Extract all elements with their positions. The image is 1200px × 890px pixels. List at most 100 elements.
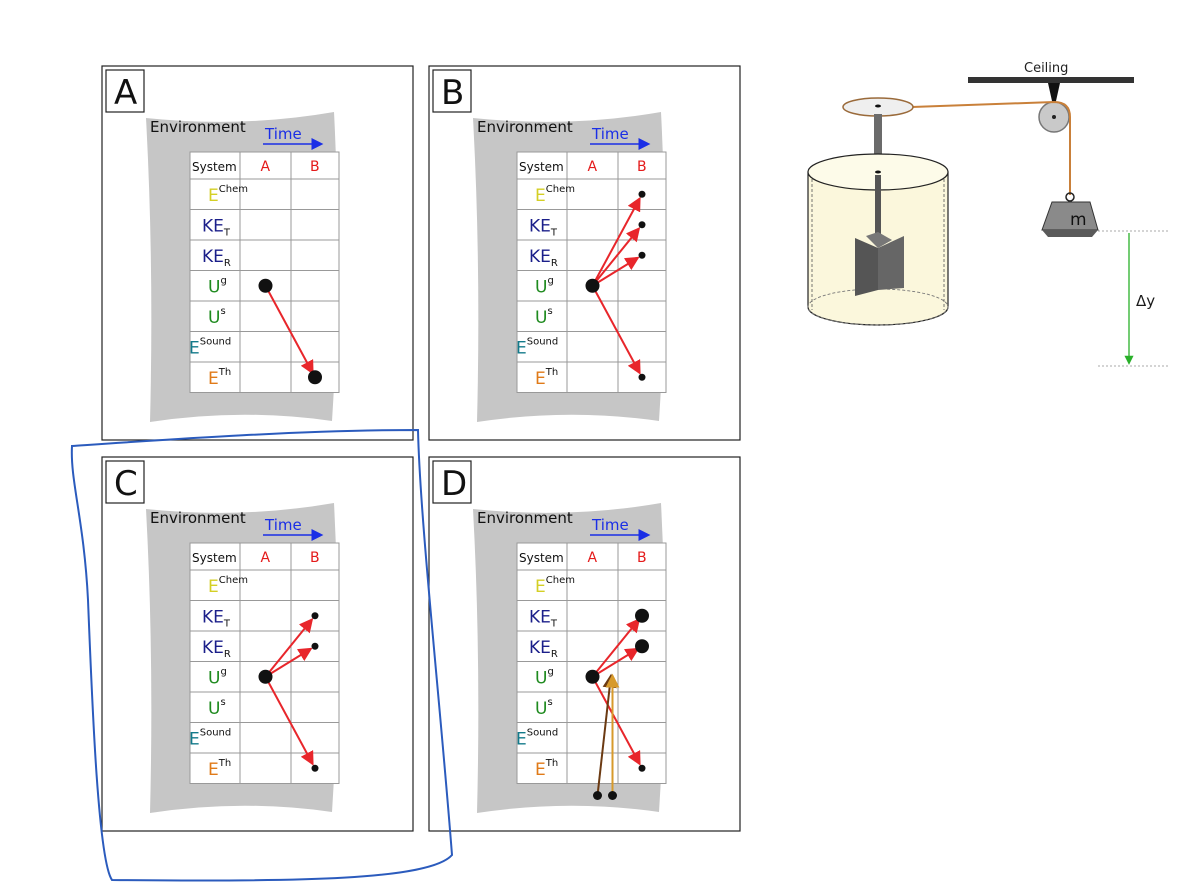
energy-transfer-arrow — [591, 227, 641, 287]
environment-label: Environment — [477, 509, 573, 527]
pulley-mount — [1048, 83, 1060, 110]
stirrer-shaft — [875, 175, 881, 235]
header-system: System — [192, 160, 237, 174]
spindle-shaft — [874, 114, 882, 170]
energy-dot — [308, 370, 322, 385]
panel-letter: B — [441, 73, 464, 113]
environment-dot — [593, 791, 602, 800]
time-label: Time — [591, 516, 629, 534]
header-col-b: B — [310, 159, 320, 175]
panel-letter: D — [441, 464, 467, 504]
row-label: ESound — [189, 337, 231, 359]
energy-transfer-arrow — [591, 647, 640, 678]
energy-transfer-arrow — [264, 618, 314, 678]
row-label: KET — [202, 217, 231, 239]
energy-transfer-arrow — [264, 285, 314, 375]
energy-dot — [585, 669, 600, 684]
panel-letter-box — [432, 460, 472, 504]
time-label: Time — [264, 516, 302, 534]
energy-dot — [585, 278, 600, 293]
row-label: EChem — [208, 575, 248, 597]
energy-dot — [638, 251, 646, 259]
header-col-b: B — [637, 159, 647, 175]
energy-dot — [311, 642, 319, 650]
environment-label: Environment — [477, 118, 573, 136]
energy-dot — [638, 221, 646, 229]
header-col-a: A — [261, 550, 271, 566]
energy-transfer-arrow — [591, 676, 641, 766]
header-col-a: A — [588, 159, 598, 175]
container-top-inner — [875, 170, 881, 174]
row-label: EChem — [535, 575, 575, 597]
row-label: KER — [202, 638, 231, 660]
row-label: KER — [202, 247, 231, 269]
energy-table — [189, 151, 340, 393]
energy-dot — [635, 639, 649, 654]
energy-table — [516, 542, 667, 784]
header-col-a: A — [261, 159, 271, 175]
row-label: ESound — [189, 728, 231, 750]
row-label: Us — [535, 697, 553, 719]
energy-dot — [258, 669, 273, 684]
energy-table — [189, 542, 340, 784]
ceiling-label: Ceiling — [1024, 61, 1068, 76]
energy-dot — [311, 612, 319, 620]
energy-transfer-arrow — [264, 676, 314, 766]
energy-dot — [638, 190, 646, 198]
header-system: System — [519, 160, 564, 174]
mass-hook — [1065, 192, 1075, 202]
row-label: Ug — [208, 667, 227, 689]
environment-dot — [608, 791, 617, 800]
row-label: KET — [529, 608, 558, 630]
energy-dot — [258, 278, 273, 293]
row-label: KET — [529, 217, 558, 239]
row-label: ETh — [535, 367, 558, 389]
time-label: Time — [591, 125, 629, 143]
environment-label: Environment — [150, 509, 246, 527]
header-col-b: B — [637, 550, 647, 566]
energy-dot — [311, 764, 319, 772]
header-system: System — [192, 551, 237, 565]
energy-dot — [635, 608, 649, 623]
header-col-b: B — [310, 550, 320, 566]
row-label: ESound — [516, 728, 558, 750]
stirrer-paddle-top — [866, 232, 892, 248]
energy-transfer-arrow — [596, 673, 617, 796]
energy-transfer-arrow — [591, 618, 641, 678]
panel-letter: C — [114, 464, 138, 504]
row-label: Us — [535, 306, 553, 328]
energy-dot — [638, 373, 646, 381]
environment-label: Environment — [150, 118, 246, 136]
mass-block-side — [1042, 230, 1098, 237]
rope — [911, 100, 1071, 195]
stirrer-paddle-left — [855, 238, 878, 296]
header-system: System — [519, 551, 564, 565]
header-col-a: A — [588, 550, 598, 566]
panel-letter-box — [432, 69, 472, 113]
row-label: Ug — [535, 667, 554, 689]
dy-label: Δy — [1136, 292, 1155, 310]
energy-transfer-arrow — [591, 196, 641, 287]
stirrer-paddle-right — [878, 236, 904, 290]
ceiling-bar — [968, 77, 1134, 83]
row-label: EChem — [535, 184, 575, 206]
row-label: ETh — [535, 758, 558, 780]
row-label: ETh — [208, 758, 231, 780]
row-label: ESound — [516, 337, 558, 359]
pulley-stirrer-apparatus: Ceiling m Δy — [807, 61, 1170, 367]
panel-letter-box — [105, 460, 145, 504]
row-label: KET — [202, 608, 231, 630]
panel-letter-box — [105, 69, 145, 113]
row-label: Us — [208, 306, 226, 328]
pulley-axle — [1052, 115, 1056, 119]
time-label: Time — [264, 125, 302, 143]
energy-transfer-arrow — [591, 256, 640, 287]
row-label: Ug — [208, 276, 227, 298]
hand-drawn-circle — [70, 428, 454, 882]
spindle-disk-hole — [875, 104, 881, 108]
